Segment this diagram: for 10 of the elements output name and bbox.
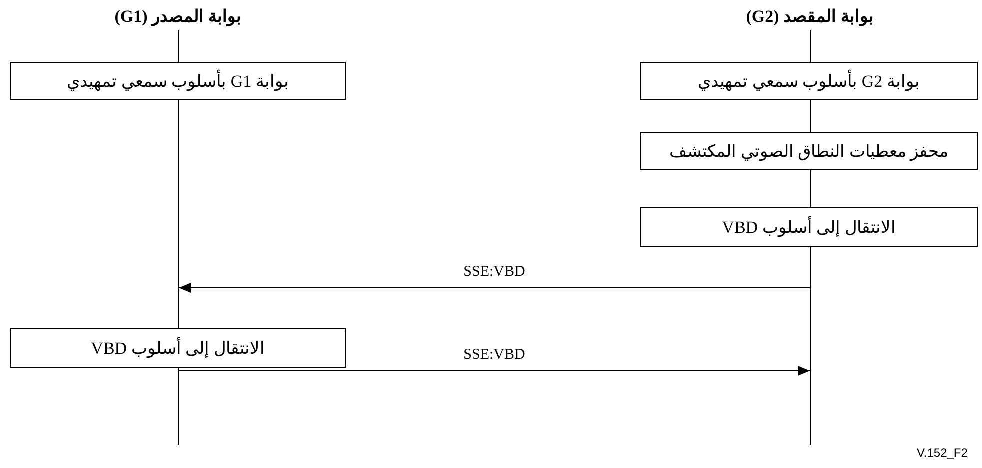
figure-number: V.152_F2 (917, 446, 968, 460)
heading: بوابة المقصد (G2) (746, 6, 874, 27)
process-box: بوابة G1 بأسلوب سمعي تمهيدي (10, 62, 346, 100)
heading: بوابة المصدر (G1) (114, 6, 242, 27)
arrow (178, 283, 810, 293)
process-box: الانتقال إلى أسلوب VBD (10, 328, 346, 368)
arrow (178, 366, 810, 376)
process-box: الانتقال إلى أسلوب VBD (640, 207, 978, 247)
process-box: بوابة G2 بأسلوب سمعي تمهيدي (640, 62, 978, 100)
process-box: محفز معطيات النطاق الصوتي المكتشف (640, 132, 978, 170)
